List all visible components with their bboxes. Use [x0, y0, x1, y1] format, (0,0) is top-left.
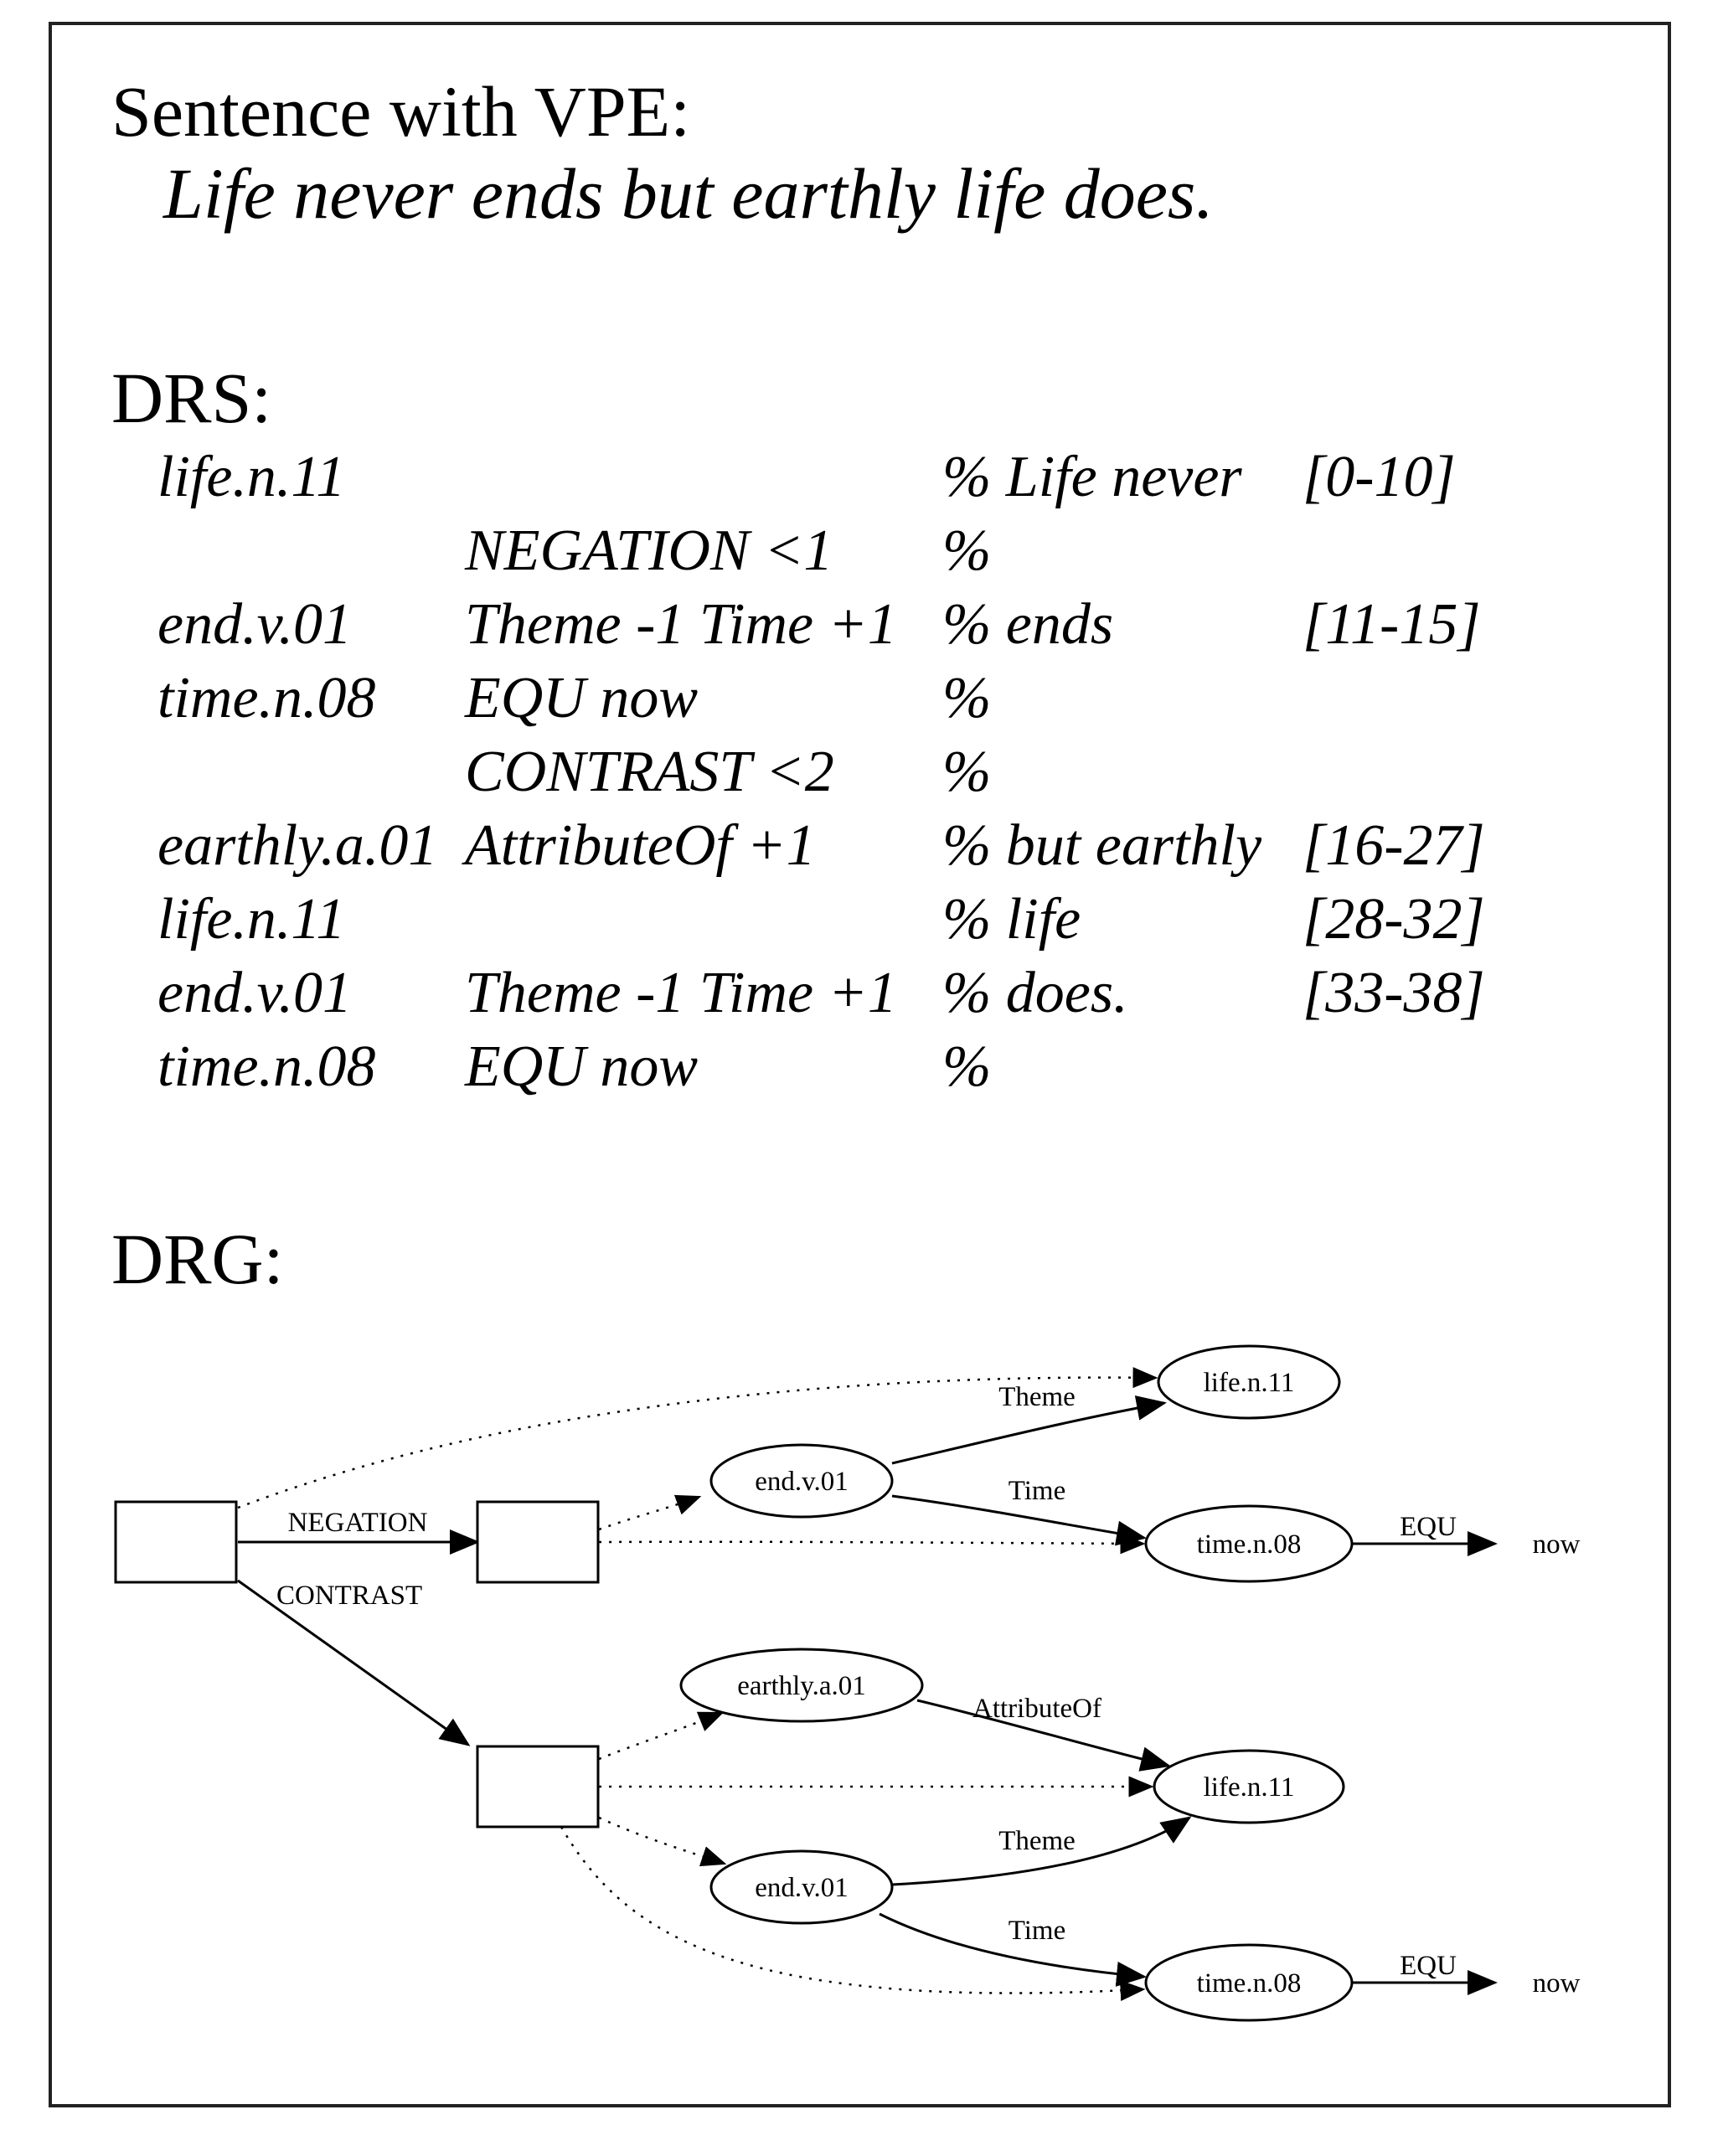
drs-concept: end.v.01 — [157, 592, 352, 657]
drs-relation: AttributeOf +1 — [465, 813, 816, 878]
drs-span: [11-15] — [1303, 592, 1481, 657]
drs-span: [0-10] — [1303, 445, 1456, 509]
drg-edge-label: Time — [1009, 1476, 1065, 1506]
drs-span: [33-38] — [1303, 961, 1485, 1025]
drg-node-label: end.v.01 — [755, 1467, 849, 1497]
drg-node-label: time.n.08 — [1197, 1968, 1302, 1999]
drs-span: [16-27] — [1303, 813, 1485, 878]
drs-relation: NEGATION <1 — [465, 518, 833, 583]
drs-comment: % — [942, 1034, 992, 1099]
figure-frame — [49, 22, 1671, 2107]
drg-heading: DRG: — [111, 1219, 284, 1299]
drg-edge-label: Theme — [998, 1382, 1076, 1412]
drg-edge-e1-l1 — [891, 1395, 1167, 1465]
drs-comment: % life — [942, 887, 1081, 952]
drs-concept: time.n.08 — [157, 1034, 376, 1099]
drg-edge-label: NEGATION — [288, 1508, 428, 1538]
drg-node-label: time.n.08 — [1197, 1529, 1302, 1560]
drg-node-label: earthly.a.01 — [737, 1671, 866, 1701]
drs-concept: life.n.11 — [157, 445, 346, 509]
drg-edge-b3-e2-dotted — [598, 1816, 727, 1867]
drg-concept-node — [1144, 1504, 1354, 1583]
drg-edge-b2-t1-dotted — [598, 1533, 1146, 1555]
drs-heading: DRS: — [111, 358, 272, 438]
drs-comment: % Life never — [942, 445, 1242, 509]
drs-span: [28-32] — [1303, 887, 1485, 952]
drg-constant-label: now — [1533, 1529, 1581, 1560]
drs-relation: Theme -1 Time +1 — [465, 961, 897, 1025]
sentence-heading: Sentence with VPE: — [111, 71, 691, 152]
drg-edge-label: AttributeOf — [972, 1694, 1101, 1724]
drg-concept-node — [1153, 1749, 1345, 1824]
drg-box-node — [476, 1745, 600, 1828]
drs-comment: % — [942, 666, 992, 730]
drg-concept-node — [1157, 1344, 1341, 1420]
drg-concept-node — [679, 1648, 924, 1723]
drs-relation: CONTRAST <2 — [465, 740, 834, 804]
drg-constant-label: now — [1533, 1968, 1581, 1999]
drg-node-label: life.n.11 — [1204, 1772, 1295, 1803]
drg-edge-e2-l2 — [891, 1816, 1192, 1886]
drg-edge-b2-e1-dotted — [598, 1494, 702, 1531]
drs-concept: life.n.11 — [157, 887, 346, 952]
drs-concept: end.v.01 — [157, 961, 352, 1025]
example-sentence: Life never ends but earthly life does. — [163, 153, 1214, 234]
drg-edge-label: Theme — [998, 1826, 1076, 1856]
drg-edge-label: Time — [1009, 1916, 1065, 1946]
drs-relation: EQU now — [465, 666, 699, 730]
drg-node-label: end.v.01 — [755, 1873, 849, 1903]
drg-edge-b3-t2-dotted — [560, 1826, 1146, 2001]
drg-edge-e1-t1 — [891, 1494, 1147, 1546]
drg-edge-b1-b3 — [237, 1579, 471, 1746]
drs-concept: time.n.08 — [157, 666, 376, 730]
drg-concept-node — [709, 1443, 894, 1519]
drs-comment: % ends — [942, 592, 1114, 657]
drg-box-node — [114, 1500, 238, 1584]
drg-box-node — [476, 1500, 600, 1584]
drg-edge-e2-t2 — [879, 1912, 1147, 1987]
drg-concept-node — [1144, 1943, 1354, 2022]
drs-comment: % but earthly — [942, 813, 1262, 878]
drs-comment: % — [942, 740, 992, 804]
drs-relation: Theme -1 Time +1 — [465, 592, 897, 657]
drg-edge-label: EQU — [1400, 1512, 1457, 1542]
drg-node-label: life.n.11 — [1204, 1368, 1295, 1398]
drs-comment: % does. — [942, 961, 1128, 1025]
drs-relation: EQU now — [465, 1034, 699, 1099]
drg-edge-label: EQU — [1400, 1951, 1457, 1981]
drs-concept: earthly.a.01 — [157, 813, 438, 878]
drs-comment: % — [942, 518, 992, 583]
drg-concept-node — [709, 1849, 894, 1925]
drg-edge-label: CONTRAST — [276, 1581, 422, 1611]
drg-edge-b3-a2-dotted — [598, 1711, 725, 1761]
drg-edge-a2-l2 — [916, 1699, 1171, 1772]
